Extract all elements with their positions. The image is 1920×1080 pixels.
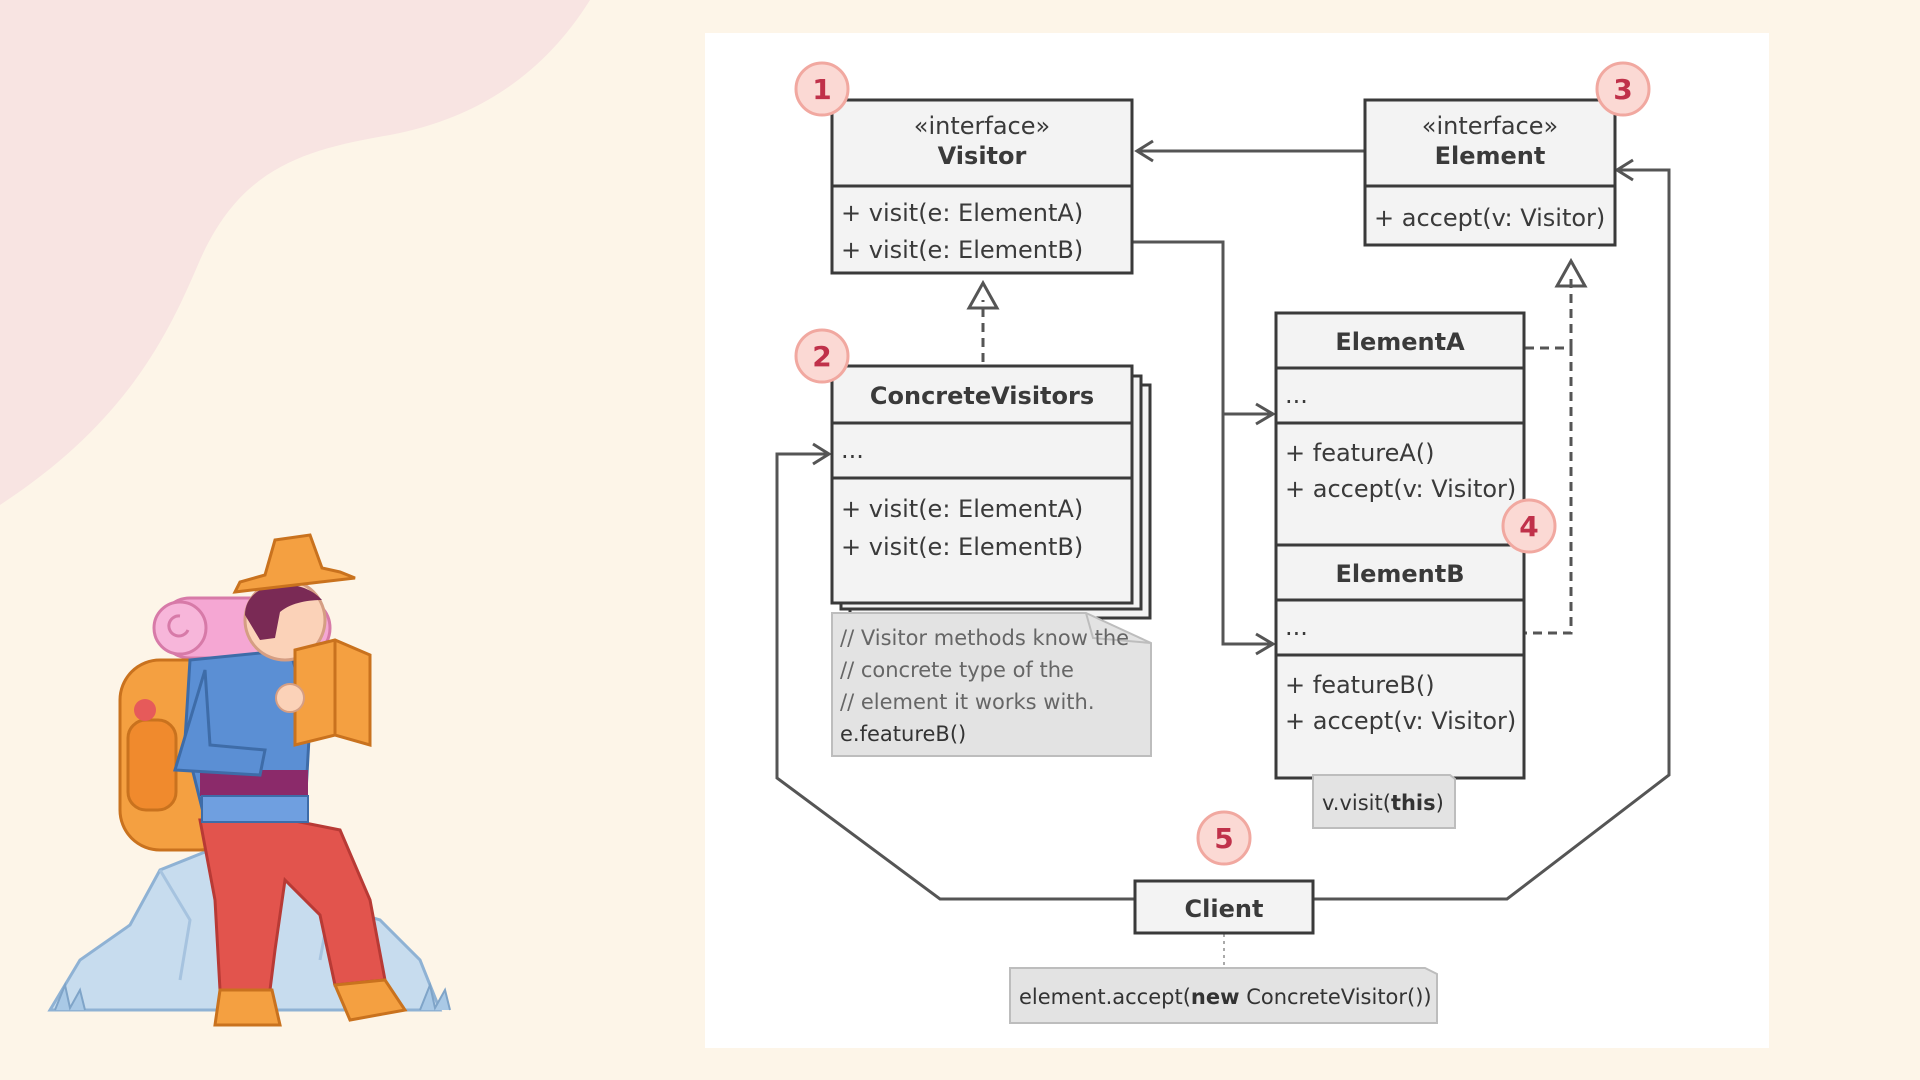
- badge-3: 3: [1595, 61, 1651, 117]
- element-to-visitor-arrow: [1134, 139, 1365, 163]
- connectors: [775, 139, 1671, 968]
- pink-blob-shape: [0, 0, 590, 505]
- client-note-text: element.accept(new ConcreteVisitor()): [1019, 985, 1432, 1009]
- visitor-method: + visit(e: ElementB): [841, 236, 1083, 264]
- badge-4: 4: [1501, 498, 1557, 554]
- element-b-class: ElementB ... + featureB() + accept(v: Vi…: [1274, 543, 1526, 780]
- element-b-method: + featureB(): [1285, 671, 1435, 699]
- badge-1: 1: [794, 61, 850, 117]
- visitor-note: // Visitor methods know the // concrete …: [831, 612, 1152, 757]
- elements-realization: [1525, 346, 1573, 635]
- visitor-stereotype: «interface»: [914, 112, 1050, 140]
- client-name: Client: [1185, 895, 1264, 923]
- element-b-note: v.visit(this): [1312, 774, 1456, 829]
- client-class: Client: [1133, 879, 1315, 935]
- element-a-fields: ...: [1285, 381, 1308, 409]
- visitor-note-comment: // element it works with.: [840, 690, 1095, 714]
- element-a-method: + accept(v: Visitor): [1285, 475, 1516, 503]
- concrete-visitors-fields: ...: [841, 436, 864, 464]
- element-a-name: ElementA: [1335, 328, 1465, 356]
- concrete-visitors-method: + visit(e: ElementB): [841, 533, 1083, 561]
- number-badges: 1 2 3 4 5: [794, 61, 1651, 866]
- element-b-fields: ...: [1285, 613, 1308, 641]
- visitor-method: + visit(e: ElementA): [841, 199, 1083, 227]
- element-method: + accept(v: Visitor): [1374, 204, 1605, 232]
- element-name: Element: [1435, 142, 1546, 170]
- svg-text:1: 1: [812, 73, 831, 106]
- concrete-visitors-name: ConcreteVisitors: [870, 382, 1094, 410]
- hat-shape: [232, 533, 356, 594]
- visitor-class: «interface» Visitor + visit(e: ElementA)…: [830, 98, 1134, 275]
- hiker-illustration: [47, 533, 451, 1027]
- element-a-class: ElementA ... + featureA() + accept(v: Vi…: [1274, 311, 1526, 548]
- map-shape: [293, 638, 372, 747]
- visitor-note-comment: // Visitor methods know the: [840, 626, 1129, 650]
- client-to-concrete-visitors-arrow: [775, 442, 1135, 901]
- element-b-method: + accept(v: Visitor): [1285, 707, 1516, 735]
- svg-text:3: 3: [1613, 73, 1632, 106]
- badge-2: 2: [794, 328, 850, 384]
- element-b-note-text: v.visit(this): [1322, 791, 1444, 815]
- visitor-to-elements-arrow: [1132, 240, 1276, 656]
- element-class: «interface» Element + accept(v: Visitor): [1363, 98, 1617, 247]
- element-stereotype: «interface»: [1422, 112, 1558, 140]
- uml-diagram: «interface» Visitor + visit(e: ElementA)…: [775, 61, 1671, 1024]
- badge-5: 5: [1196, 810, 1252, 866]
- element-a-method: + featureA(): [1285, 439, 1435, 467]
- diagram-panel: «interface» Visitor + visit(e: ElementA)…: [705, 33, 1769, 1048]
- client-note: element.accept(new ConcreteVisitor()): [1009, 967, 1438, 1024]
- svg-text:4: 4: [1519, 510, 1538, 543]
- svg-text:5: 5: [1214, 822, 1233, 855]
- concrete-visitors-class: ConcreteVisitors ... + visit(e: ElementA…: [830, 364, 1152, 620]
- visitor-name: Visitor: [938, 142, 1027, 170]
- concrete-visitors-method: + visit(e: ElementA): [841, 495, 1083, 523]
- client-to-element-arrow: [1313, 158, 1671, 901]
- svg-text:2: 2: [812, 340, 831, 373]
- visitor-note-code: e.featureB(): [840, 722, 966, 746]
- visitor-note-comment: // concrete type of the: [840, 658, 1074, 682]
- element-b-name: ElementB: [1335, 560, 1464, 588]
